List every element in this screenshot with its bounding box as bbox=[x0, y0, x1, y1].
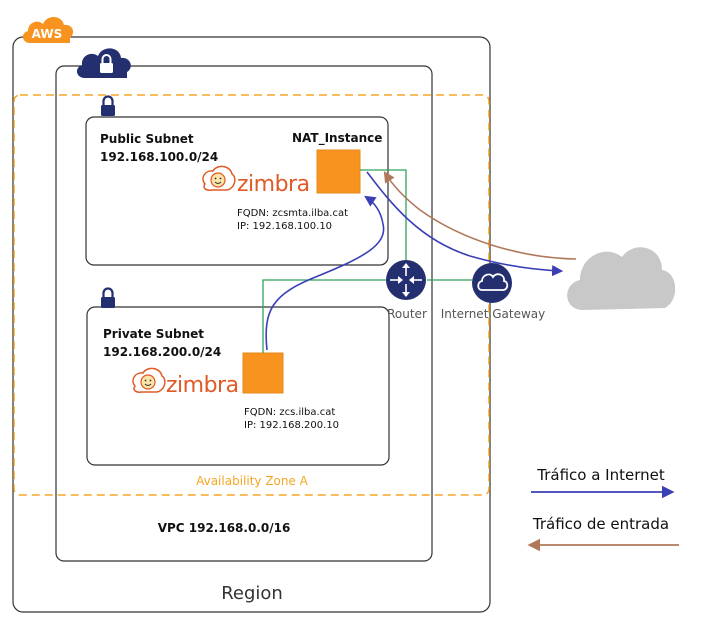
private-subnet-lock-icon bbox=[101, 287, 115, 308]
region-container: Region bbox=[12, 36, 491, 613]
private-fqdn: FQDN: zcs.ilba.cat bbox=[244, 407, 335, 418]
region-label: Region bbox=[221, 583, 283, 604]
zimbra-face-icon bbox=[202, 165, 236, 191]
zimbra-face-icon bbox=[132, 367, 166, 393]
vpc-lock-cloud-icon bbox=[76, 48, 131, 78]
route-line-private bbox=[262, 279, 386, 353]
private-subnet-title: Private Subnet bbox=[103, 327, 204, 341]
public-subnet-title: Public Subnet bbox=[100, 132, 194, 146]
private-ip: IP: 192.168.200.10 bbox=[244, 420, 339, 431]
route-line-nat bbox=[360, 169, 407, 260]
internet-cloud-icon bbox=[567, 247, 676, 310]
router-label: Router bbox=[387, 307, 427, 321]
outbound-flow-nat-to-internet bbox=[366, 171, 564, 277]
nat-instance-label: NAT_Instance bbox=[292, 131, 382, 146]
private-instance-box[interactable] bbox=[242, 352, 284, 394]
outbound-traffic-flows bbox=[265, 171, 564, 351]
legend-inbound-label: Tráfico de entrada bbox=[532, 515, 669, 533]
vpc-label: VPC 192.168.0.0/16 bbox=[158, 521, 291, 535]
public-fqdn: FQDN: zcsmta.ilba.cat bbox=[237, 208, 348, 219]
zimbra-logo-private: zimbra bbox=[132, 367, 239, 398]
legend: Tráfico a Internet Tráfico de entrada bbox=[527, 466, 679, 552]
internet-gateway-label: Internet Gateway bbox=[441, 307, 545, 321]
aws-badge: AWS bbox=[22, 16, 74, 43]
private-subnet-cidr: 192.168.200.0/24 bbox=[103, 345, 221, 359]
inbound-flow-internet-to-nat bbox=[383, 171, 577, 260]
nat-instance-box[interactable] bbox=[316, 149, 361, 194]
public-ip: IP: 192.168.100.10 bbox=[237, 221, 332, 232]
internet-gateway[interactable]: Internet Gateway bbox=[441, 263, 545, 321]
outbound-flow-private-to-nat bbox=[265, 195, 385, 351]
inbound-traffic-flows bbox=[383, 171, 577, 260]
zimbra-word-private: zimbra bbox=[166, 373, 239, 398]
route-lines bbox=[262, 169, 472, 353]
vpc-container: VPC 192.168.0.0/16 bbox=[55, 65, 433, 562]
public-subnet-lock-icon bbox=[101, 95, 115, 116]
public-subnet: Public Subnet 192.168.100.0/24 NAT_Insta… bbox=[85, 95, 389, 266]
zimbra-word-public: zimbra bbox=[237, 172, 310, 197]
private-subnet: Private Subnet 192.168.200.0/24 zimbra F… bbox=[86, 287, 390, 466]
router[interactable]: Router bbox=[386, 260, 427, 321]
availability-zone-label: Availability Zone A bbox=[196, 474, 309, 488]
aws-badge-label: AWS bbox=[32, 27, 63, 41]
legend-outbound-label: Tráfico a Internet bbox=[536, 466, 665, 484]
public-subnet-cidr: 192.168.100.0/24 bbox=[100, 150, 218, 164]
zimbra-logo-public: zimbra bbox=[202, 165, 310, 197]
